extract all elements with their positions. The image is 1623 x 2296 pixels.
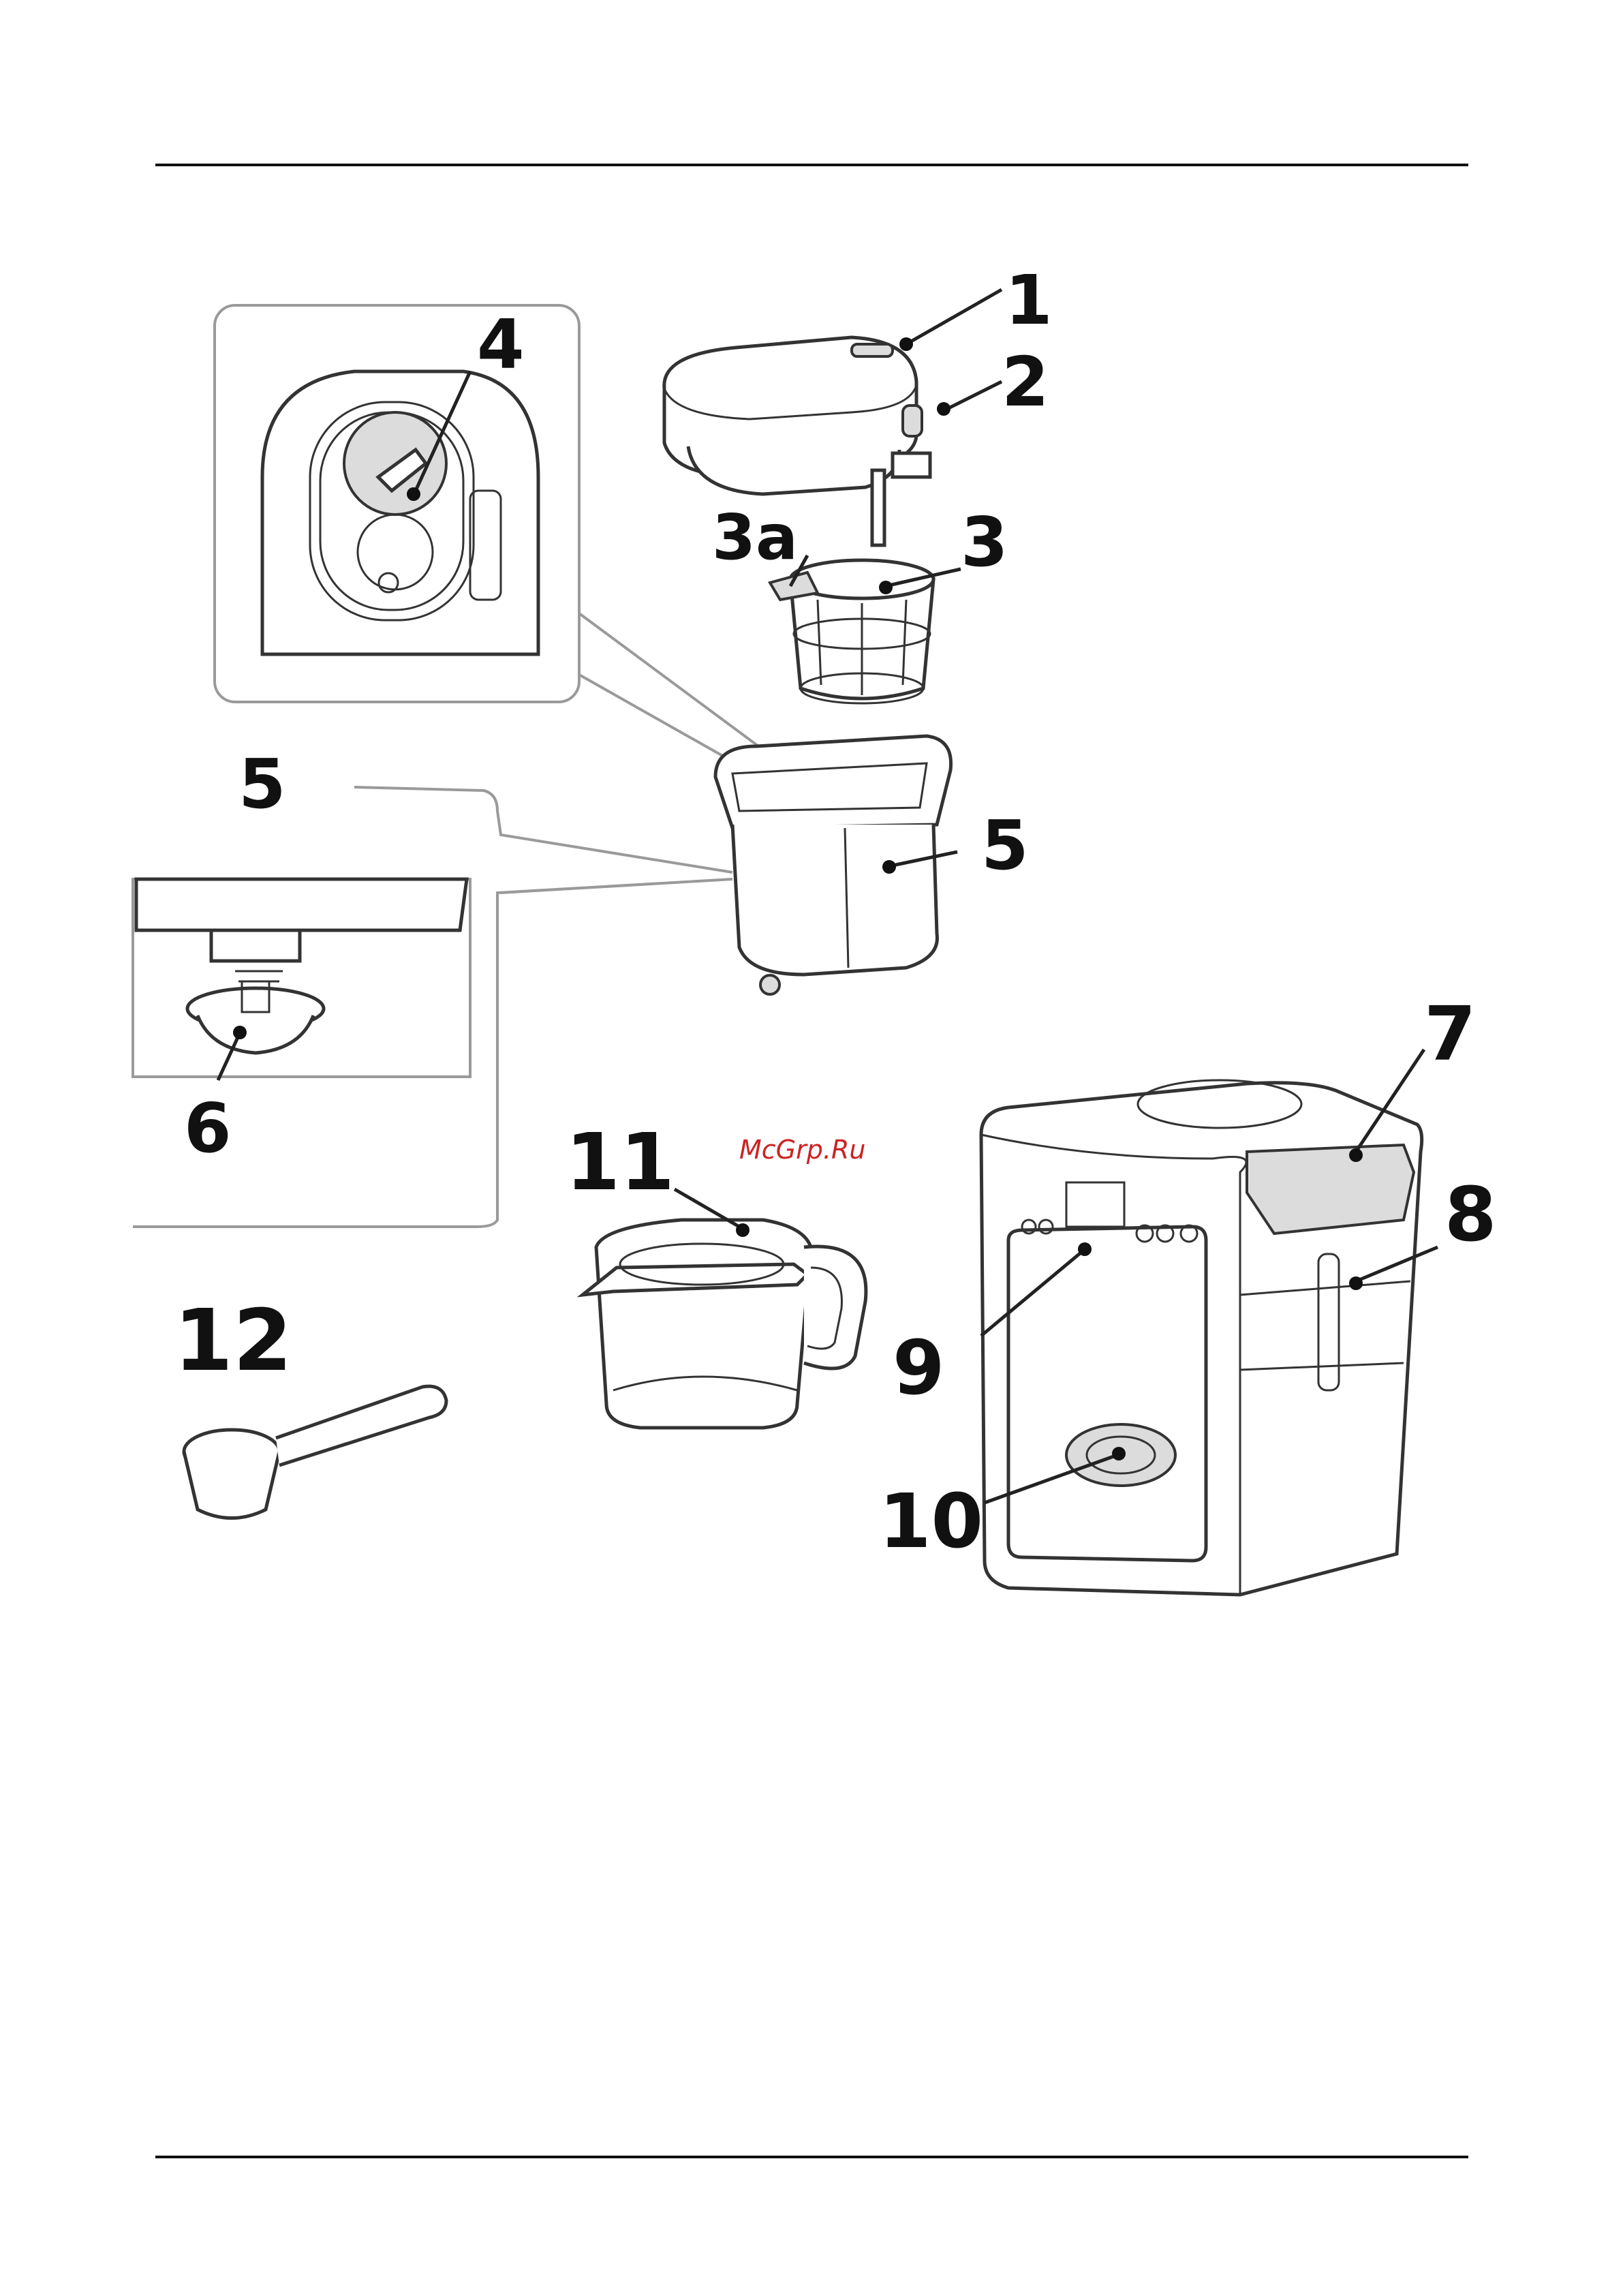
label-9: 9 <box>893 1324 945 1411</box>
water-tank <box>715 736 951 994</box>
label-6: 6 <box>184 1088 232 1168</box>
label-11: 11 <box>566 1117 675 1208</box>
carafe <box>583 1220 866 1428</box>
label-5-inset: 5 <box>238 744 286 824</box>
label-4: 4 <box>477 305 525 384</box>
inset-valve-view <box>133 879 470 1077</box>
label-2: 2 <box>1002 342 1049 422</box>
measuring-scoop <box>184 1386 446 1518</box>
label-10: 10 <box>879 1478 983 1565</box>
label-7: 7 <box>1424 990 1477 1077</box>
label-3: 3 <box>961 502 1008 582</box>
inset-filter-holder-view <box>215 305 579 702</box>
watermark: McGrp.Ru <box>739 1135 865 1165</box>
label-3a: 3a <box>712 501 798 574</box>
label-12: 12 <box>174 1291 292 1390</box>
label-1: 1 <box>1005 260 1053 340</box>
inset-4-connector <box>579 613 763 763</box>
label-5-main: 5 <box>981 806 1029 885</box>
label-8: 8 <box>1444 1171 1497 1258</box>
